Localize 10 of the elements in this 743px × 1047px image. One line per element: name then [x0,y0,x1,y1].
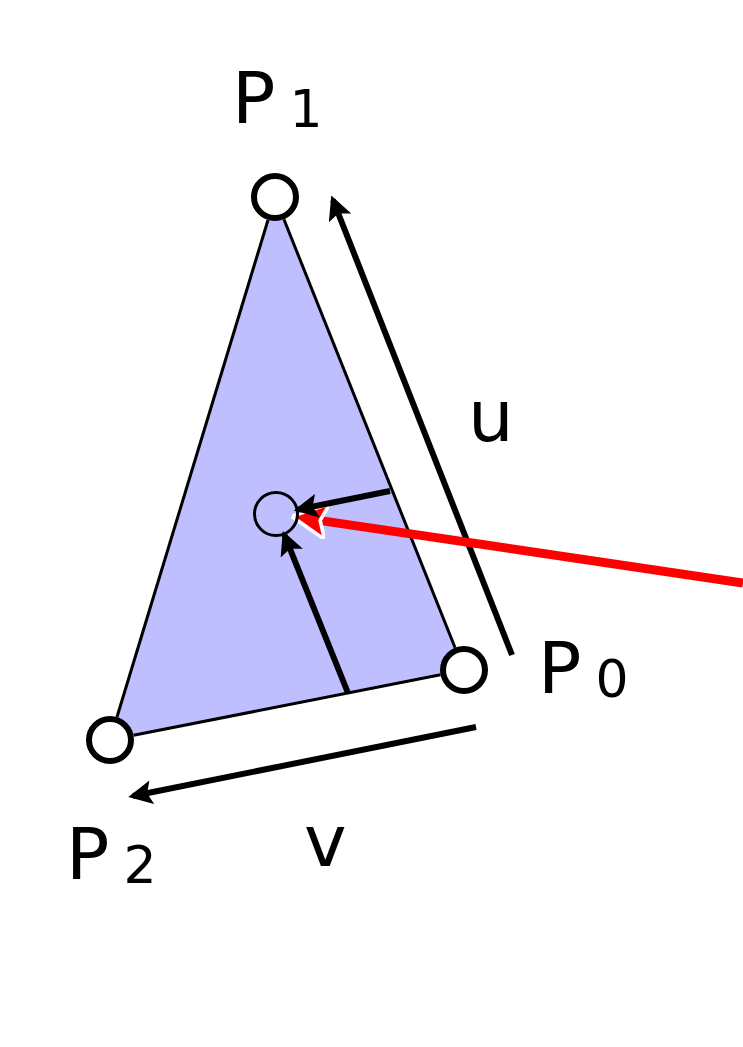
ray-arrow [293,488,391,518]
triangle-edge [282,218,457,649]
vertex-point [251,173,299,221]
triangle-edge [133,673,441,737]
vertex-point [86,716,134,764]
vector-label: v [304,805,347,877]
triangle-edge [115,219,270,718]
vector-label: u [468,380,514,452]
vertex-point [440,646,488,694]
intersection-point [253,491,299,537]
